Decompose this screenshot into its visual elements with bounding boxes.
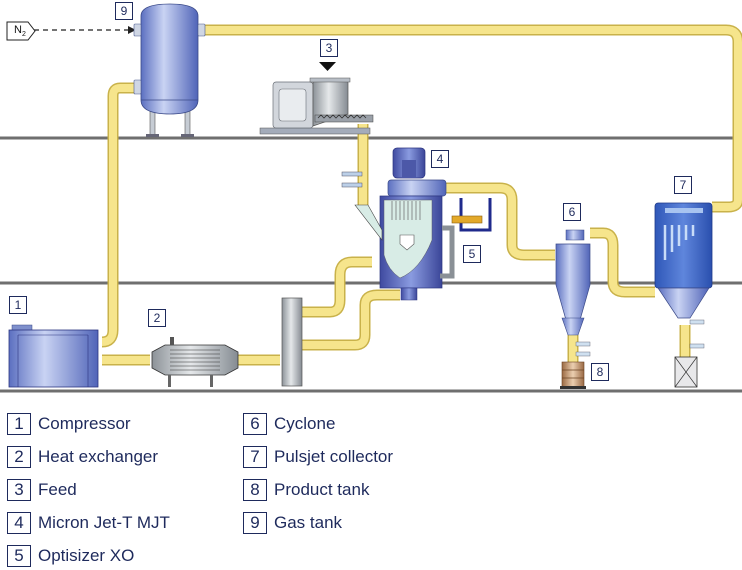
pipe-manifold-lower [300,289,400,351]
cyclone [555,229,591,357]
arrow-icon [128,26,136,34]
legend-item: 9 Gas tank [243,511,342,535]
tag-optisizer: 5 [463,245,481,263]
gas-tank [133,3,206,137]
legend-number: 9 [243,512,267,534]
legend-item: 8 Product tank [243,478,369,502]
tag-heat-exchanger: 2 [148,309,166,327]
legend-number: 7 [243,446,267,468]
product-tank [560,361,586,389]
feed-arrow-icon [319,62,336,71]
legend-label: Product tank [274,480,370,499]
compressor [8,324,99,388]
legend-number: 1 [7,413,31,435]
legend-label: Pulsjet collector [274,447,394,466]
n2-label: N2 [14,24,26,39]
tag-compressor: 1 [9,296,27,314]
legend-item: 6 Cyclone [243,412,335,436]
legend-label: Feed [38,480,77,499]
tag-mill: 4 [431,150,449,168]
heat-exchanger [151,337,239,387]
pulsjet-collector [654,202,713,388]
legend-item: 5 Optisizer XO [7,544,134,568]
legend-item: 4 Micron Jet-T MJT [7,511,170,535]
feeder [259,62,374,135]
pipe-tank-to-compressor [101,82,137,348]
micron-jet-mill [341,147,447,301]
tag-cyclone: 6 [563,203,581,221]
legend-item: 2 Heat exchanger [7,445,158,469]
manifold [281,297,303,387]
tag-feed: 3 [320,39,338,57]
legend-item: 1 Compressor [7,412,131,436]
legend-number: 6 [243,413,267,435]
legend-item: 7 Pulsjet collector [243,445,393,469]
n2-inlet-tag: N2 [6,21,36,46]
legend-number: 3 [7,479,31,501]
tag-gas-tank: 9 [115,2,133,20]
tag-product-tank: 8 [591,363,609,381]
legend-number: 2 [7,446,31,468]
legend-label: Compressor [38,414,131,433]
legend-number: 5 [7,545,31,567]
legend-number: 4 [7,512,31,534]
process-diagram [0,3,742,393]
legend-label: Heat exchanger [38,447,159,466]
legend-label: Optisizer XO [38,546,135,565]
legend-label: Micron Jet-T MJT [38,513,170,532]
legend-number: 8 [243,479,267,501]
tag-collector: 7 [674,176,692,194]
optisizer [440,198,492,279]
legend-item: 3 Feed [7,478,77,502]
legend-label: Cyclone [274,414,336,433]
legend-label: Gas tank [274,513,343,532]
legend: 1 Compressor 2 Heat exchanger 3 Feed 4 Micro… [0,405,742,570]
n2-tag-shape [6,21,36,41]
